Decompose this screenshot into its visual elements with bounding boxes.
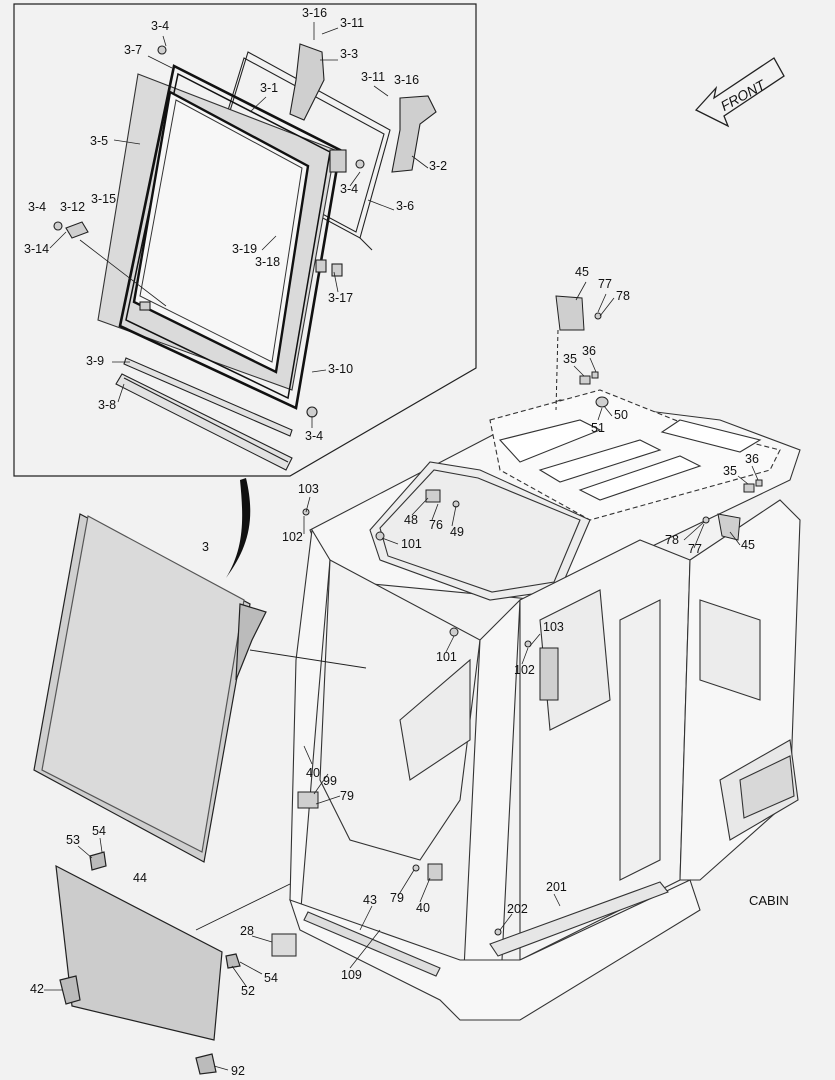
callout-label: 36 <box>582 344 596 358</box>
callout-label: 50 <box>614 408 628 422</box>
callout-label: 201 <box>546 880 567 894</box>
callout-label: 103 <box>543 620 564 634</box>
callout-label: 3-4 <box>340 182 358 196</box>
callout-label: 45 <box>741 538 755 552</box>
callout-label: 3-10 <box>328 362 353 376</box>
callout-label: 99 <box>323 774 337 788</box>
callout-label: 3-4 <box>28 200 46 214</box>
lower-panel <box>55 851 291 1075</box>
callout-label: 3-4 <box>151 19 169 33</box>
callout-label: 101 <box>401 537 422 551</box>
callout-label: 78 <box>665 533 679 547</box>
callout-label: 79 <box>340 789 354 803</box>
callout-label: 3-4 <box>305 429 323 443</box>
callout-label: 28 <box>240 924 254 938</box>
window-assembly-detail <box>49 22 437 471</box>
callout-label: 3-3 <box>340 47 358 61</box>
callout-label: 49 <box>450 525 464 539</box>
callout-label: 3-16 <box>394 73 419 87</box>
callout-label: 54 <box>264 971 278 985</box>
callout-label: 102 <box>514 663 535 677</box>
callout-label: 101 <box>436 650 457 664</box>
callout-label: 79 <box>390 891 404 905</box>
callout-label: 3-19 <box>232 242 257 256</box>
callout-label: 51 <box>591 421 605 435</box>
callout-label: 3-15 <box>91 192 116 206</box>
callout-label: 77 <box>688 542 702 556</box>
callout-label: 40 <box>416 901 430 915</box>
callout-label: 43 <box>363 893 377 907</box>
detail-callout-arrow <box>226 478 251 578</box>
step-plate <box>489 881 669 957</box>
callout-label: 3-7 <box>124 43 142 57</box>
callout-label: 53 <box>66 833 80 847</box>
callout-label: 202 <box>507 902 528 916</box>
window-assembly <box>33 513 367 863</box>
callout-label: 40 <box>306 766 320 780</box>
callout-label: 78 <box>616 289 630 303</box>
front-direction-arrow <box>694 57 785 128</box>
callout-label: 3-14 <box>24 242 49 256</box>
callout-label: 3-11 <box>361 70 385 84</box>
callout-label: 45 <box>575 265 589 279</box>
callout-label: 3-1 <box>260 81 278 95</box>
callout-label: 3-18 <box>255 255 280 269</box>
callout-label: 36 <box>745 452 759 466</box>
callout-label: 3-12 <box>60 200 85 214</box>
callout-label: 3-11 <box>340 16 364 30</box>
callout-label: 35 <box>563 352 577 366</box>
cabin-body <box>271 389 801 1021</box>
leader-lines <box>44 281 759 1071</box>
callout-label: 48 <box>404 513 418 527</box>
callout-label: 109 <box>341 968 362 982</box>
callout-label: 54 <box>92 824 106 838</box>
callout-label: 52 <box>241 984 255 998</box>
callout-label: 3-9 <box>86 354 104 368</box>
cabin-hardware <box>297 295 763 936</box>
callout-label: 3-5 <box>90 134 108 148</box>
callout-label: 3-8 <box>98 398 116 412</box>
callout-label: 103 <box>298 482 319 496</box>
callout-label: 77 <box>598 277 612 291</box>
callout-label: 92 <box>231 1064 245 1078</box>
callout-label: 35 <box>723 464 737 478</box>
callout-label: 3-17 <box>328 291 353 305</box>
callout-label: 3 <box>202 540 209 554</box>
callout-label: 3-6 <box>396 199 414 213</box>
callout-label: 3-16 <box>302 6 327 20</box>
callout-label: 102 <box>282 530 303 544</box>
callout-label: 42 <box>30 982 44 996</box>
callout-label: 44 <box>133 871 147 885</box>
diagram-title: CABIN <box>749 893 789 908</box>
callout-label: 3-2 <box>429 159 447 173</box>
callout-label: 76 <box>429 518 443 532</box>
